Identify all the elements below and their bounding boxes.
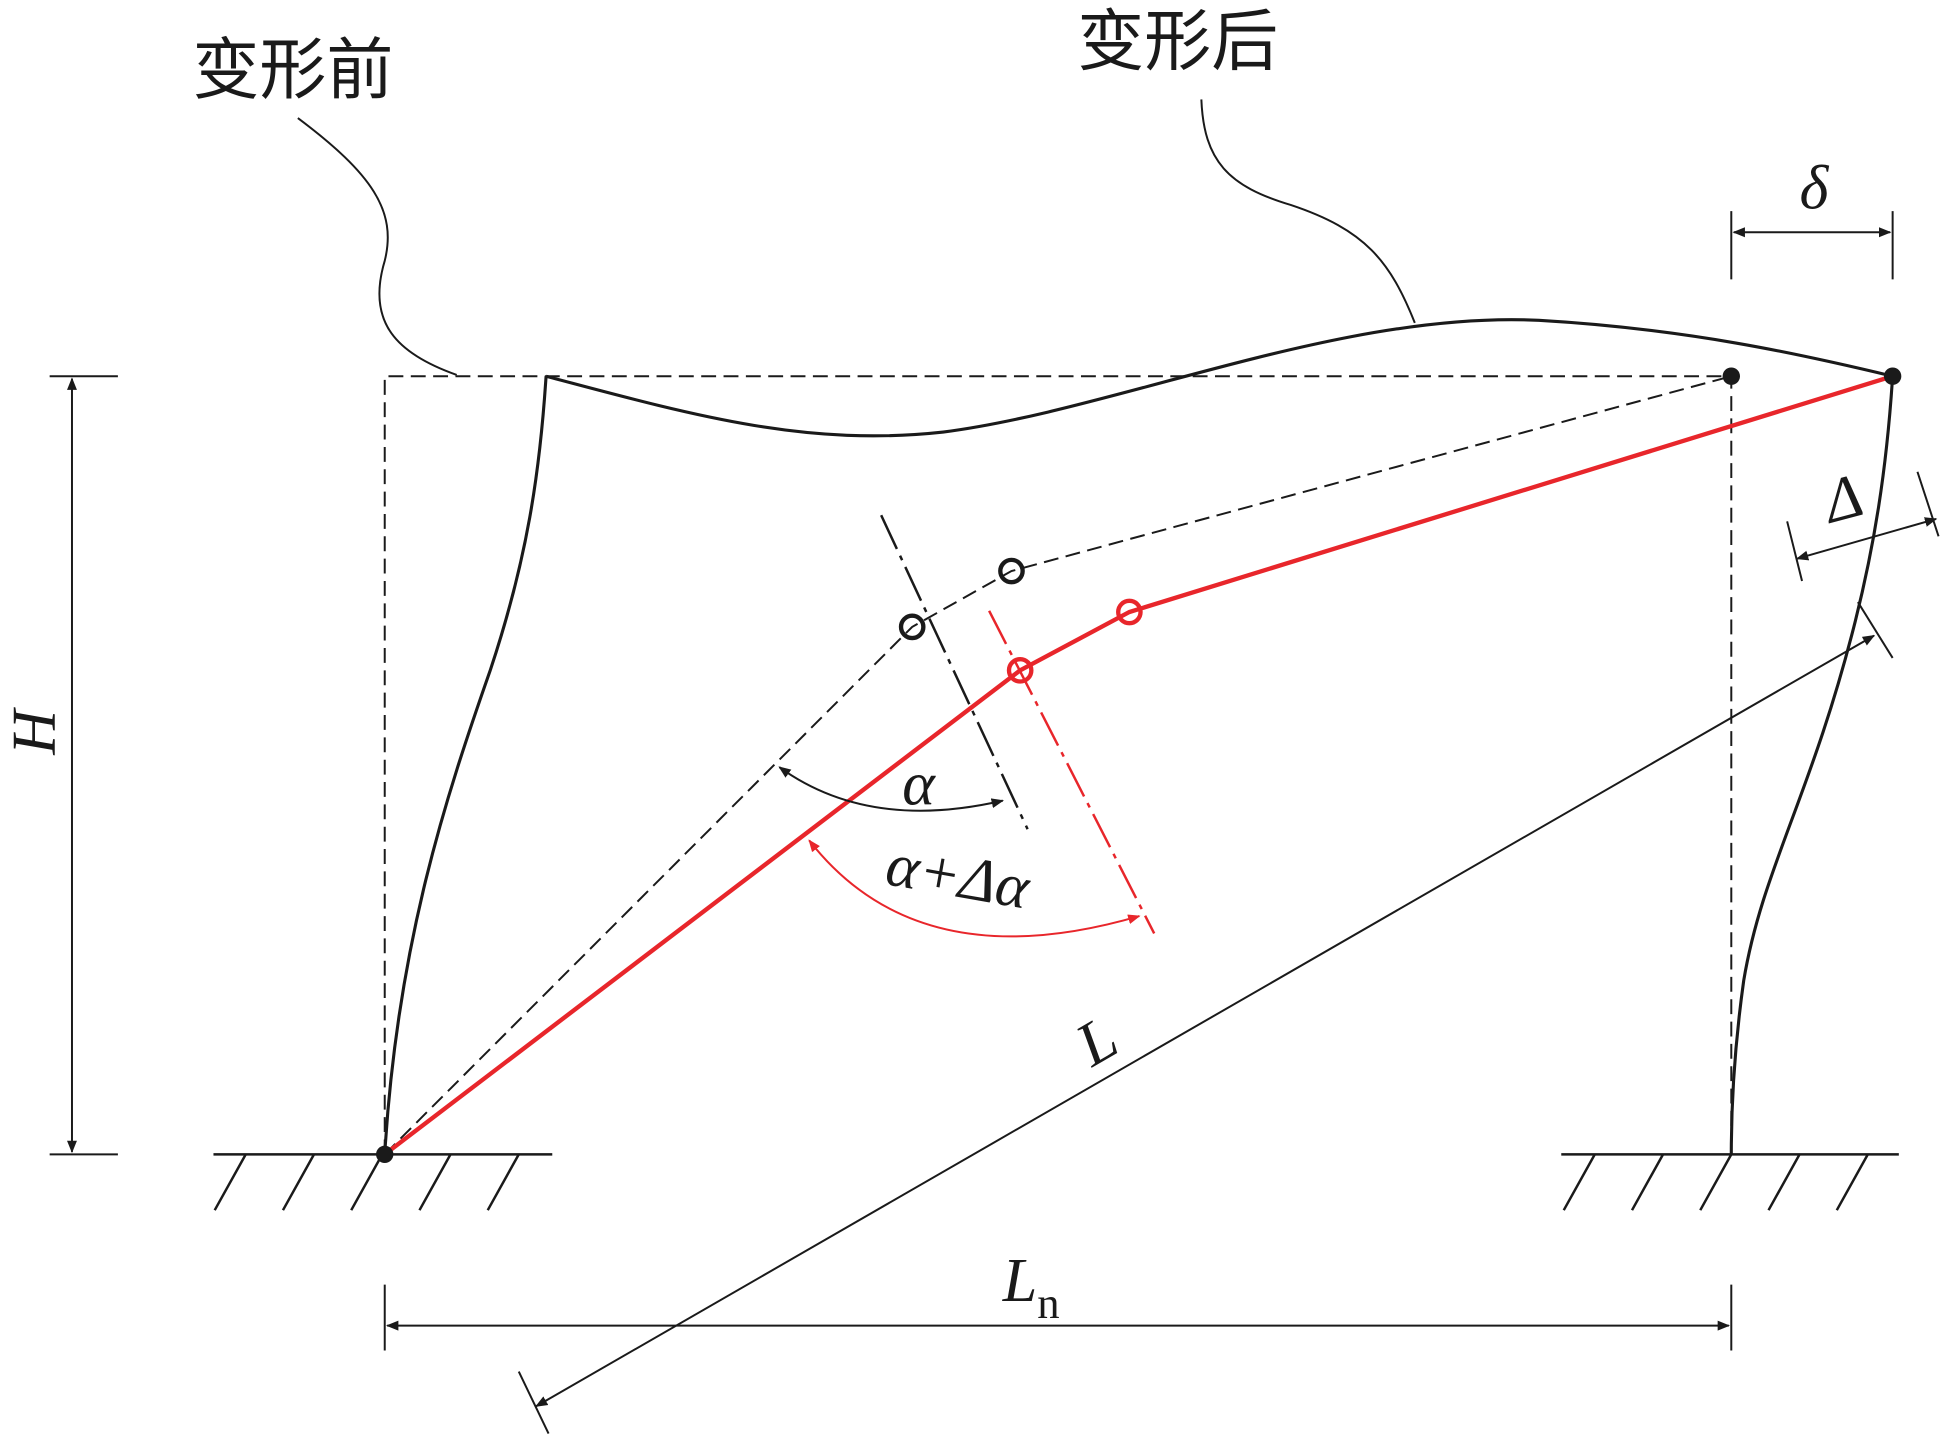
after-leader-line — [1200, 99, 1416, 324]
original-chord — [384, 375, 1732, 1156]
deformed-left-column — [383, 376, 548, 1155]
span-dimension — [383, 1284, 1733, 1351]
label-length: L — [1064, 1003, 1129, 1080]
deformed-chord — [383, 374, 1894, 1157]
label-before: 变形前 — [192, 31, 393, 109]
alpha-arc — [778, 766, 1004, 812]
hinge-deformed-2 — [1116, 598, 1143, 626]
label-height: H — [1, 707, 69, 756]
length-dimension — [517, 601, 1894, 1435]
label-span-sub: n — [1037, 1278, 1059, 1328]
support-node — [376, 1145, 394, 1164]
label-alpha-delta: α+Δα — [881, 831, 1035, 923]
before-leader-line — [297, 117, 458, 376]
label-span-main: L — [1002, 1247, 1038, 1315]
height-dimension — [49, 375, 118, 1156]
deformed-right-column — [1729, 376, 1895, 1155]
deformed-beam — [545, 318, 1893, 438]
label-span: Ln — [1002, 1247, 1060, 1328]
right-ground — [1561, 1153, 1899, 1211]
delta-small-dimension — [1730, 211, 1894, 280]
label-alpha: α — [902, 750, 936, 818]
label-delta-big: Δ — [1814, 461, 1870, 537]
top-node-deformed — [1883, 367, 1902, 385]
hinge-original-2 — [998, 557, 1025, 585]
label-after: 变形后 — [1077, 3, 1278, 81]
original-frame — [383, 375, 1733, 1155]
delta-big-dimension — [1786, 471, 1940, 582]
top-node-original — [1722, 367, 1740, 385]
label-delta-small: δ — [1800, 155, 1830, 223]
